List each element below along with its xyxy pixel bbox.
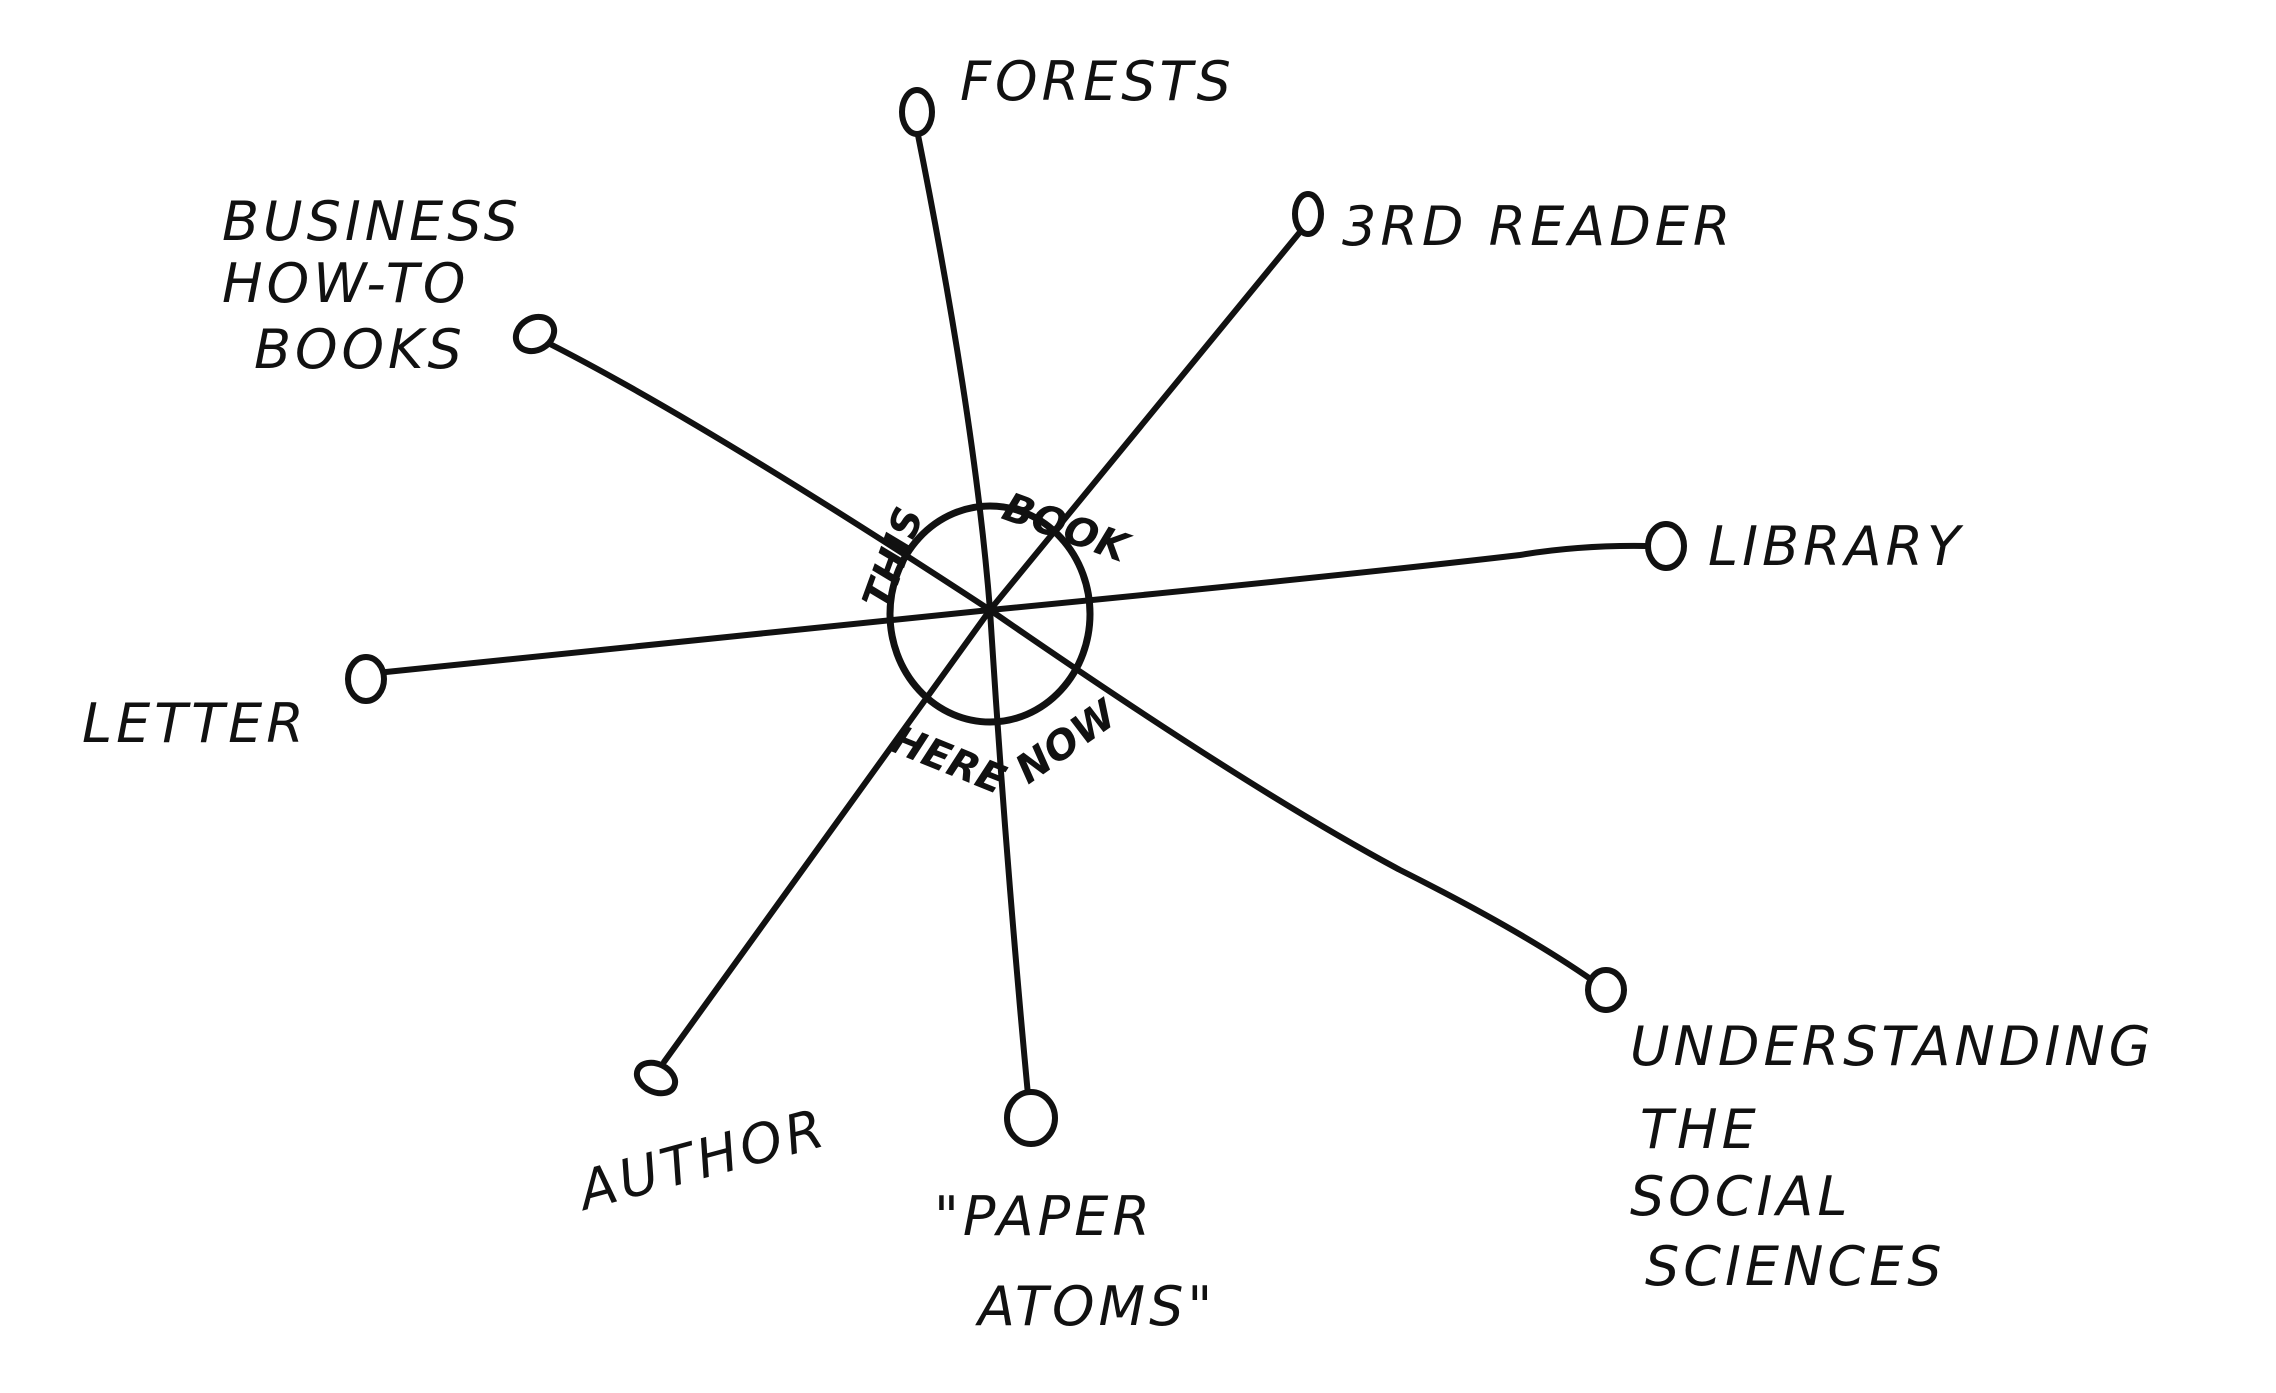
label-understanding-line1: UNDERSTANDING xyxy=(1630,1015,2155,1078)
label-paper-atoms-line2: ATOMS" xyxy=(975,1275,1216,1338)
center-word-here: HERE xyxy=(884,717,1012,804)
label-understanding-line4: SCIENCES xyxy=(1645,1235,1946,1298)
node-library xyxy=(1645,521,1687,571)
spoke-letter-library xyxy=(383,542,1649,675)
label-forests: FORESTS xyxy=(960,50,1235,113)
label-business-line3: BOOKS xyxy=(254,318,466,381)
spoke-business-understanding xyxy=(545,340,1595,983)
label-business-line2: HOW-TO xyxy=(222,252,469,315)
label-library: LIBRARY xyxy=(1708,515,1964,578)
node-understanding xyxy=(1585,967,1627,1013)
label-business-line1: BUSINESS xyxy=(222,190,522,253)
center-circle xyxy=(886,502,1094,726)
label-author: AUTHOR xyxy=(569,1096,834,1223)
node-author xyxy=(633,1059,679,1097)
center-word-this: THIS xyxy=(854,502,933,616)
label-understanding-line2: THE xyxy=(1640,1098,1760,1161)
center-word-book: BOOK xyxy=(997,484,1137,573)
node-third-reader xyxy=(1292,191,1324,237)
spoke-third-reader-author xyxy=(661,229,1303,1065)
label-third-reader: 3RD READER xyxy=(1342,195,1734,258)
node-paper-atoms xyxy=(1004,1089,1058,1147)
label-paper-atoms-line1: "PAPER xyxy=(934,1185,1154,1248)
node-business xyxy=(512,313,558,355)
node-forests xyxy=(899,87,935,137)
node-letter xyxy=(345,654,387,704)
center-word-now: NOW xyxy=(1007,690,1126,793)
label-letter: LETTER xyxy=(82,692,308,755)
label-understanding-line3: SOCIAL xyxy=(1630,1165,1851,1228)
